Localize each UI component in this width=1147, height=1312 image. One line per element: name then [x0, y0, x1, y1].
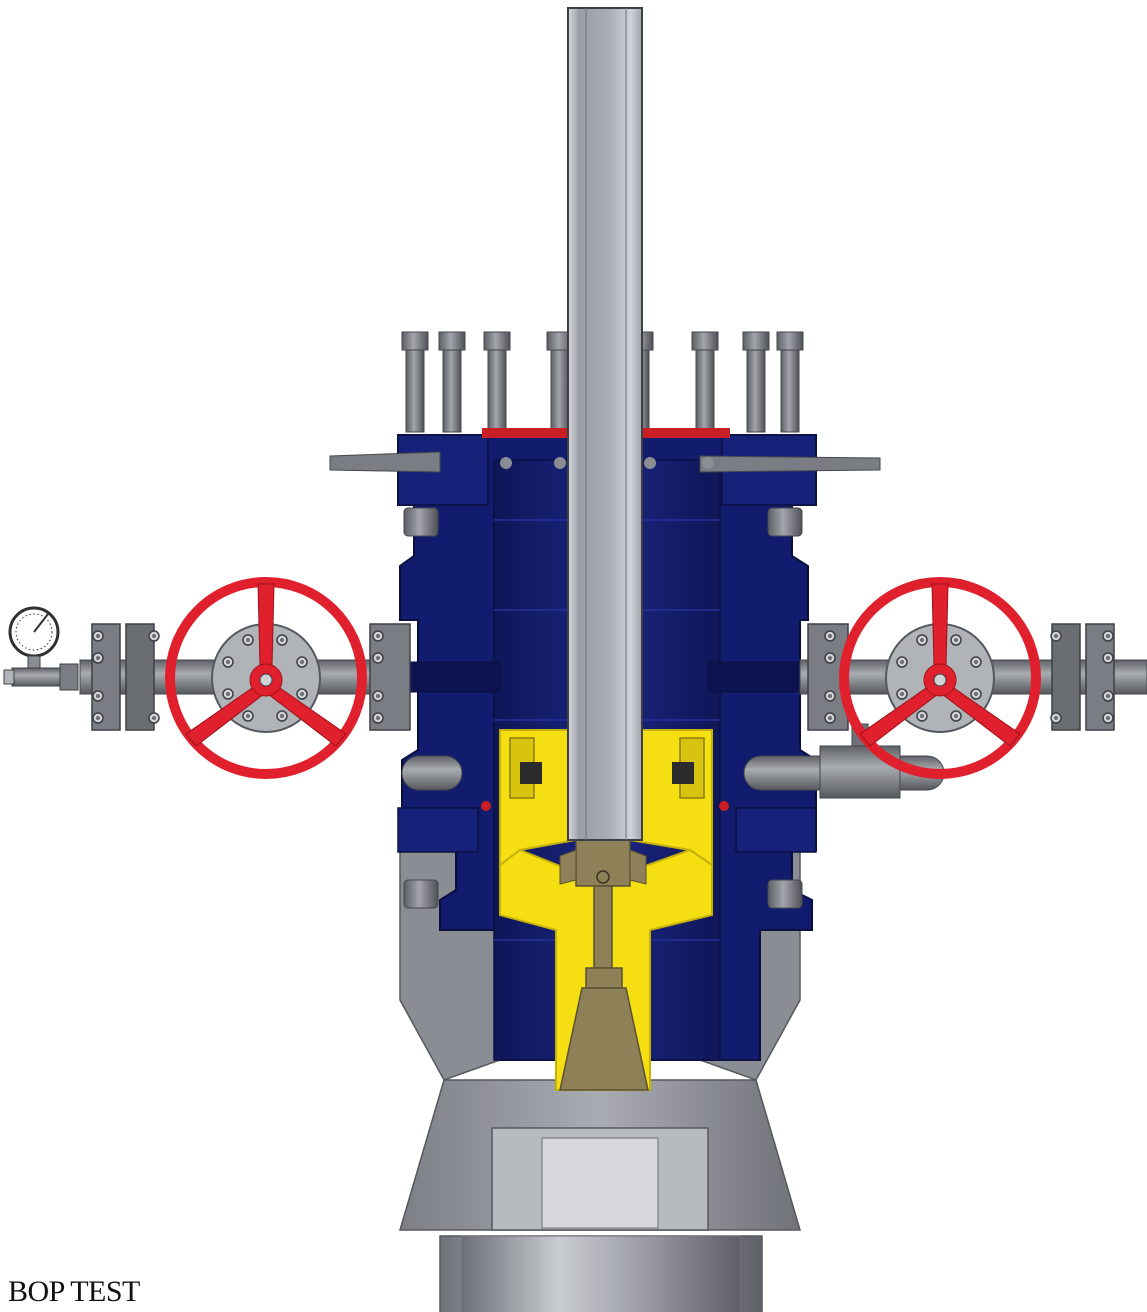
handwheel-valve-icon[interactable] [165, 577, 367, 779]
right-valve-assembly [799, 577, 1147, 779]
handwheel-valve-icon[interactable] [839, 577, 1041, 779]
left-valve-assembly [3, 577, 411, 779]
test-mandrel [559, 837, 649, 1091]
test-drill-pipe [567, 7, 643, 841]
diagram-caption: BOP TEST [8, 1275, 140, 1308]
pressure-gauge-icon [3, 606, 79, 691]
